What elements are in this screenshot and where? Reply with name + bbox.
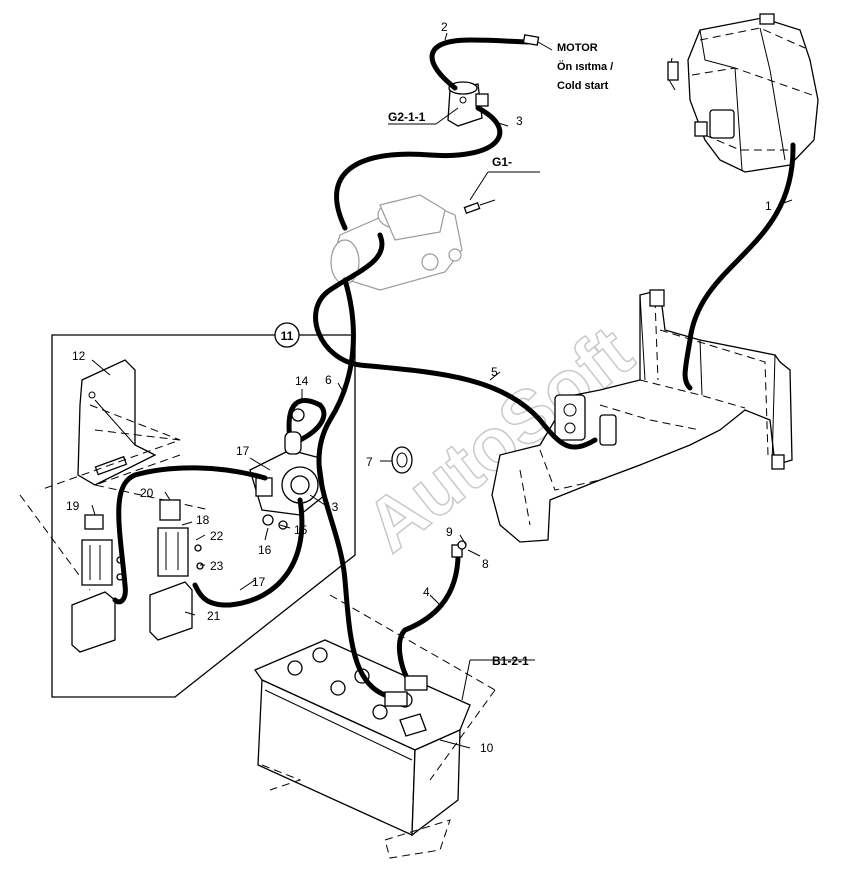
fuse-holder-left bbox=[71, 514, 124, 653]
guide-line bbox=[89, 404, 181, 441]
leader-lines bbox=[91, 32, 793, 749]
callout-circle bbox=[274, 322, 300, 348]
part-number: 19 bbox=[66, 499, 80, 513]
callout-circle-label: 11 bbox=[281, 329, 294, 343]
part-number: 15 bbox=[294, 523, 308, 537]
motor-line2: Ön ısıtma / bbox=[557, 60, 613, 73]
part-number: 17 bbox=[236, 444, 250, 458]
cable-lugs bbox=[284, 34, 553, 707]
part-number: 6 bbox=[325, 373, 332, 387]
group-label-b1: B1-2-1 bbox=[492, 654, 529, 668]
part-number: 5 bbox=[491, 365, 498, 379]
part-number: 4 bbox=[423, 585, 430, 599]
part-number: 20 bbox=[140, 486, 154, 500]
part-number: 13 bbox=[325, 500, 339, 514]
guide-line bbox=[19, 494, 91, 591]
cables bbox=[112, 37, 796, 701]
part-number: 3 bbox=[516, 114, 523, 128]
part-number: 9 bbox=[446, 525, 453, 539]
part-number: 12 bbox=[72, 349, 86, 363]
guide-line bbox=[93, 454, 211, 511]
part-number: 17 bbox=[252, 575, 266, 589]
motor-line3: Cold start bbox=[557, 80, 609, 92]
group-label-g2: G2-1-1 bbox=[388, 110, 426, 124]
bracket bbox=[77, 359, 157, 486]
part-number: 22 bbox=[210, 529, 224, 543]
cable-grommet bbox=[391, 446, 413, 474]
part-number: 16 bbox=[258, 543, 272, 557]
part-number: 7 bbox=[366, 455, 373, 469]
fuse-holder-right bbox=[149, 499, 204, 641]
motor-title: MOTOR bbox=[557, 42, 598, 54]
part-number: 2 bbox=[441, 20, 448, 34]
part-number: 8 bbox=[482, 557, 489, 571]
battery bbox=[254, 594, 496, 859]
part-number: 14 bbox=[295, 374, 309, 388]
part-number: 10 bbox=[480, 741, 494, 755]
group-label-g1: G1- bbox=[492, 155, 512, 169]
part-number: 18 bbox=[196, 513, 210, 527]
part-number: 21 bbox=[207, 609, 221, 623]
part-number: 23 bbox=[210, 559, 224, 573]
guide-line bbox=[39, 429, 181, 491]
heater-relay bbox=[447, 81, 489, 127]
part-number: 1 bbox=[765, 199, 772, 213]
battery-isolator bbox=[249, 449, 326, 530]
